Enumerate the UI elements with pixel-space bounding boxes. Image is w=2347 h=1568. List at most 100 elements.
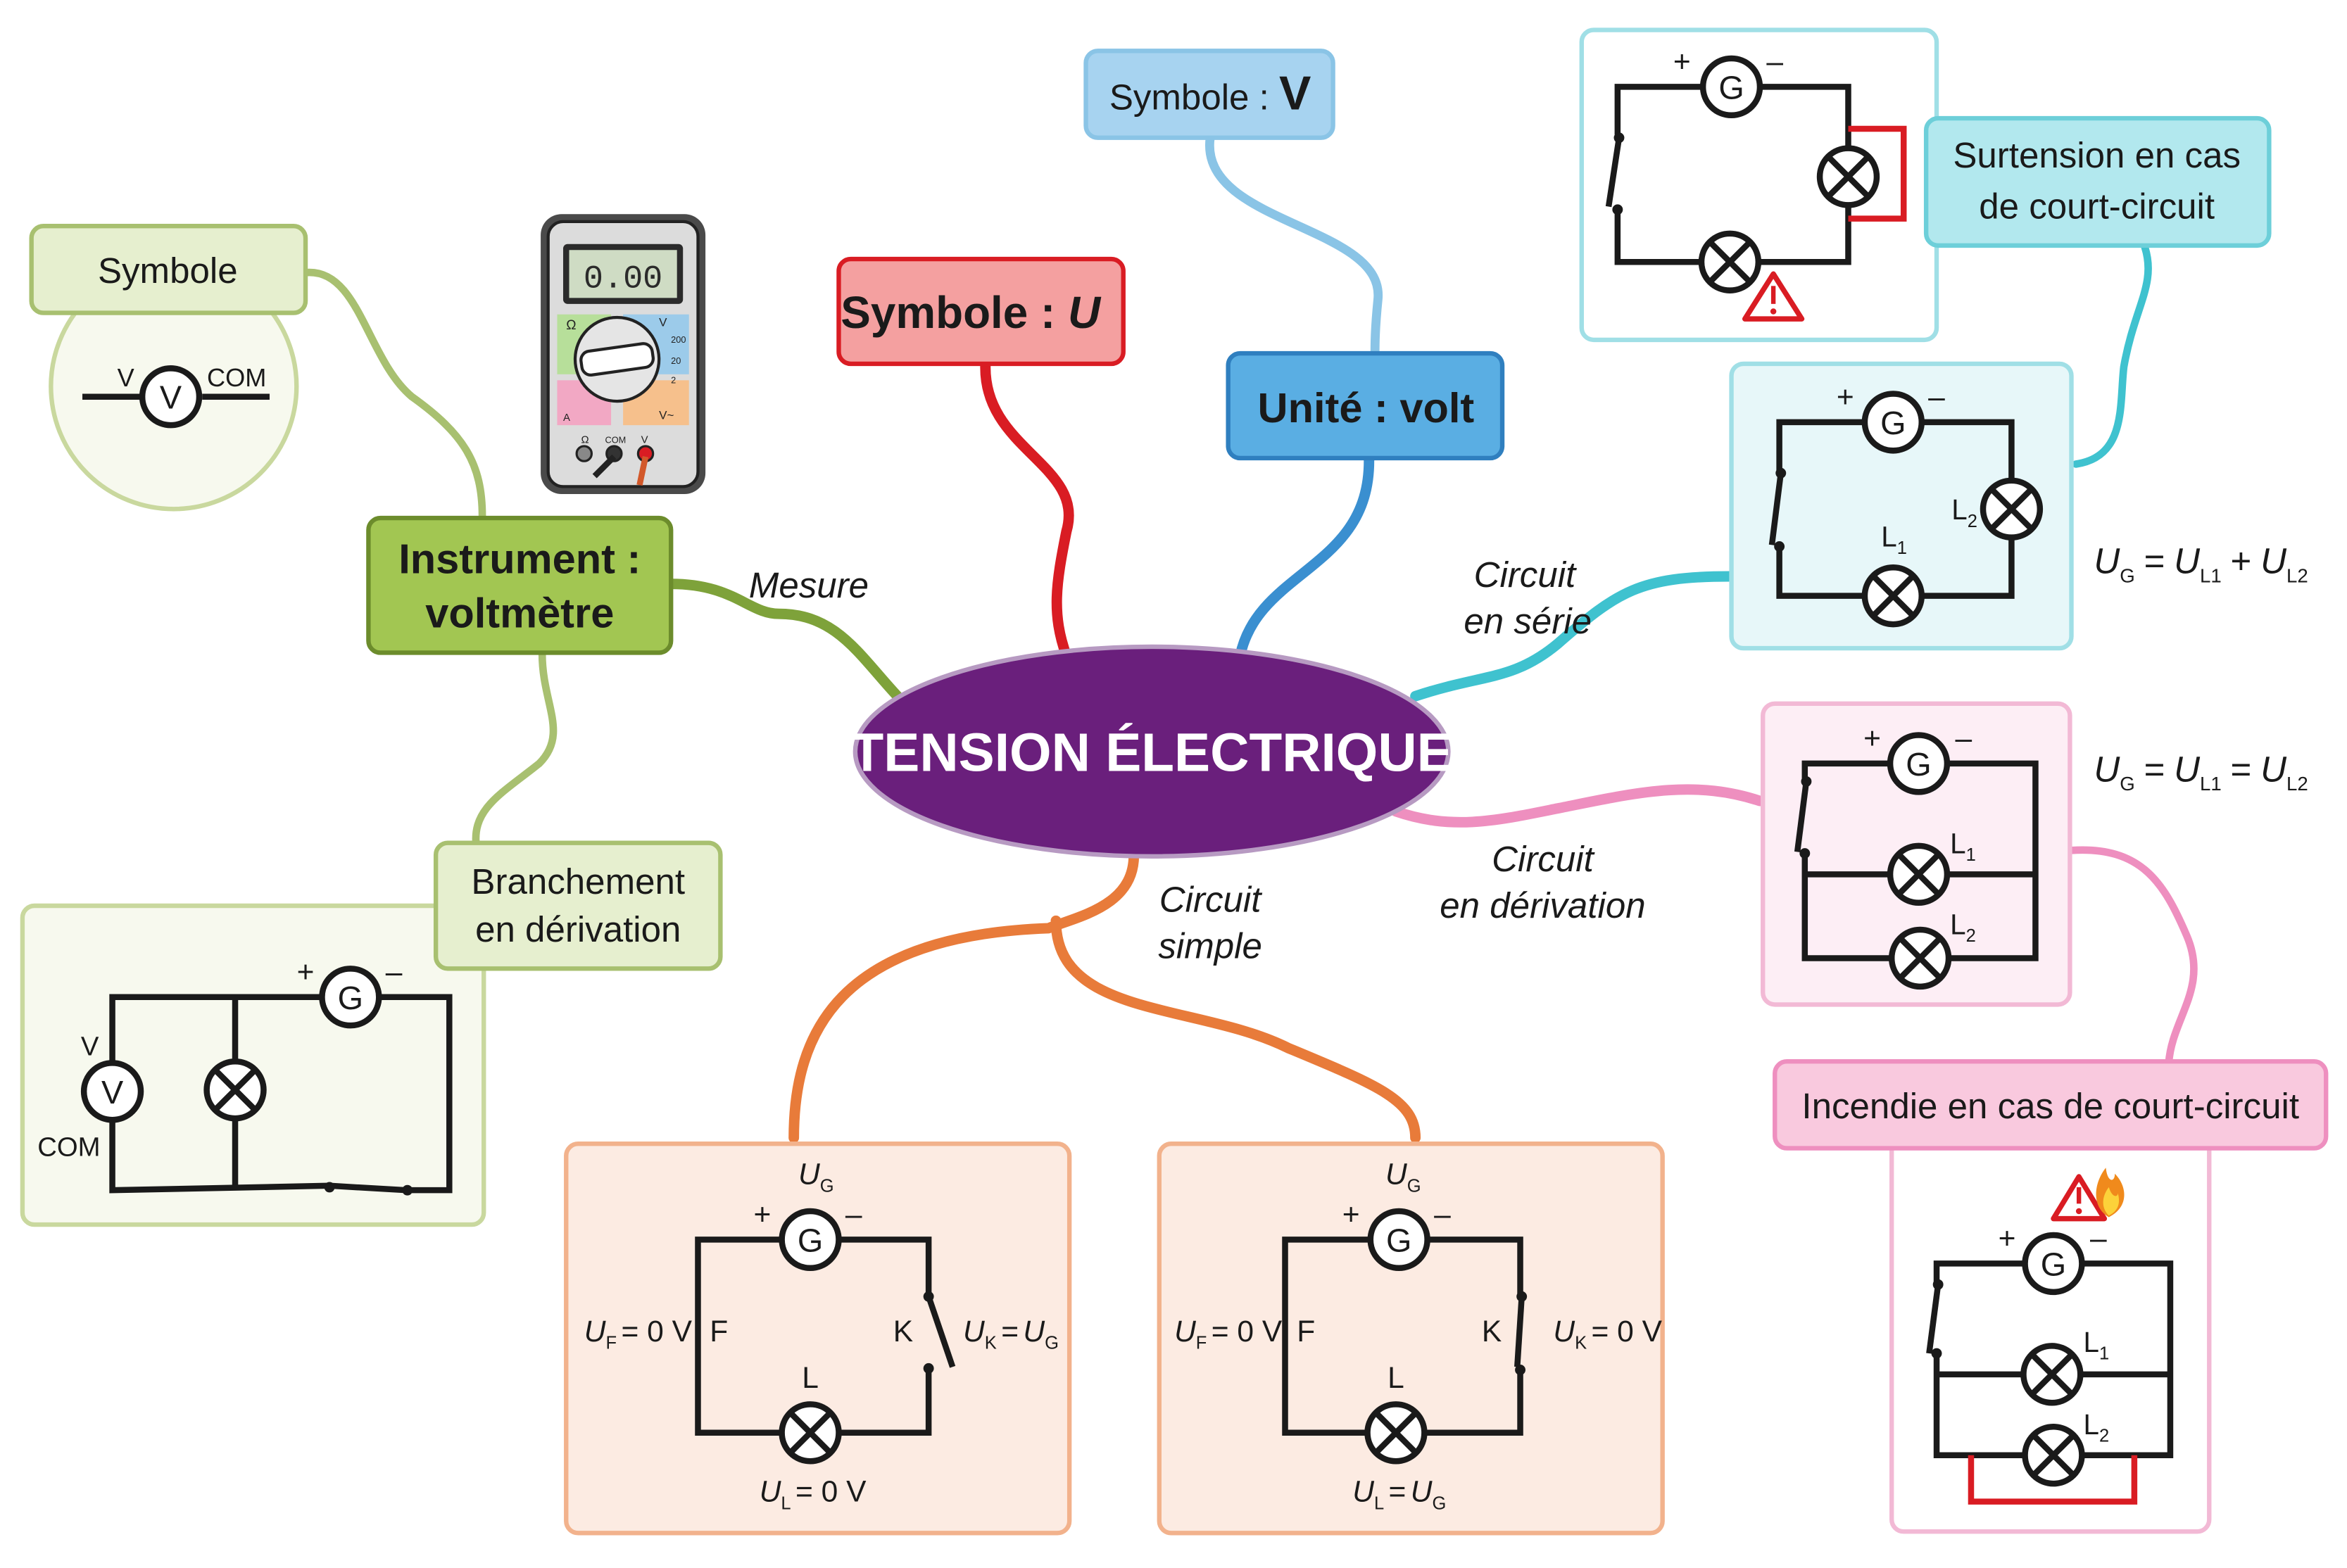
symbole-label: Symbole [98,251,238,291]
multimeter-2: 2 [671,375,676,386]
serie-l2: L [1951,493,1967,526]
surtension-plus: + [1673,45,1691,79]
node-symbole-v[interactable]: Symbole : V [1083,49,1335,140]
multimeter-image: 0.00 Ω V 200 20 2 A V~ Ω COM V [541,214,706,494]
incendie-short-wire [1968,1455,2138,1505]
node-incendie[interactable]: Incendie en cas de court-circuit [1773,1059,2329,1151]
voltmeter-symbol-icon [139,365,203,429]
link-instrument [665,578,907,707]
incendie-l2: L [2084,1408,2099,1441]
node-unite[interactable]: Unité : volt [1226,350,1505,461]
simple-open-ul-val: = 0 V [795,1475,867,1509]
simple-closed-ul-val-sub: G [1433,1493,1447,1513]
incendie-plus: + [1999,1222,2016,1256]
surtension-line2: de court-circuit [1979,186,2215,227]
simple-open-uk: U [963,1315,985,1348]
edge-label-serie-1: Circuit [1474,555,1577,595]
node-surtension[interactable]: Surtension en cas de court-circuit [1923,115,2272,248]
simple-closed-ul-sub: L [1374,1493,1384,1513]
simple-closed-ul-eq: = [1389,1475,1407,1509]
instrument-line1: Instrument : [398,536,641,583]
formula-derivation: UG=UL1=UL2 [2094,749,2308,795]
simple-open-uk-sub: K [985,1334,997,1353]
svg-text:UF= 0 V: UF= 0 V [584,1315,693,1353]
voltmeter-symbol-letter: V [160,379,182,416]
derivation-l2-sub: 2 [1966,926,1976,946]
node-instrument[interactable]: Instrument : voltmètre [366,515,674,655]
incendie-l1: L [2084,1326,2099,1358]
derivation-l2: L [1950,908,1965,940]
link-surtension [2072,243,2152,468]
formula-derivation-op1: = [2144,749,2165,789]
surtension-minus: – [1766,45,1783,79]
link-incendie [2068,846,2198,1067]
svg-text:L1: L1 [2084,1326,2110,1364]
svg-text:L1: L1 [1950,828,1976,866]
formula-serie-b-sub: L2 [2286,565,2308,587]
simple-open-uk-val-sub: G [1045,1334,1059,1353]
incendie-warning-icon [2051,1174,2108,1222]
node-branchement[interactable]: Branchement en dérivation [433,840,723,971]
svg-text:UK=UG: UK=UG [963,1315,1059,1353]
formula-derivation-b-sub: L2 [2286,773,2308,795]
formula-serie-op2: + [2231,541,2252,581]
link-derivation [1390,784,1766,828]
svg-text:UL=UG: UL=UG [1352,1475,1446,1514]
branchement-voltmeter-icon [80,1060,144,1123]
node-symbole[interactable]: Symbole [29,224,308,315]
node-symbole-u[interactable]: Symbole : U [836,256,1126,367]
multimeter-vdc: V [659,316,667,329]
unite-label: Unité : volt [1258,384,1475,431]
incendie-l2-sub: 2 [2099,1427,2109,1446]
simple-closed-uk-val: = 0 V [1591,1315,1662,1348]
multimeter-a: A [563,412,570,424]
simple-open-ug: U [798,1158,820,1191]
svg-text:UF= 0 V: UF= 0 V [1174,1315,1283,1353]
formula-serie-lhs: U [2094,541,2120,581]
symbole-v-prefix: Symbole : [1109,77,1279,117]
surtension-generator-letter: G [1718,69,1744,106]
simple-open-ug-sub: G [820,1176,834,1196]
simple-closed-uk-sub: K [1575,1334,1587,1353]
edge-label-derivation-1: Circuit [1492,839,1594,879]
svg-text:UL= 0 V: UL= 0 V [760,1475,867,1514]
incendie-generator-letter: G [2041,1246,2066,1282]
surtension-warning-icon [1742,271,1805,322]
branchement-group: Branchement en dérivation G + – V V COM [20,840,723,1227]
link-symbole-v [1205,133,1383,361]
simple-open-uf-sub: F [605,1334,617,1353]
svg-text:L1: L1 [1881,520,1907,558]
edge-label-serie-2: en série [1464,601,1592,641]
svg-text:L2: L2 [1951,493,1977,531]
simple-closed-minus: – [1434,1198,1451,1232]
surtension-short-wire [1848,125,1907,222]
serie-generator-icon [1861,391,1925,454]
svg-text:Symbole : V: Symbole : V [1109,66,1311,120]
serie-minus: – [1928,381,1945,415]
link-branchement [472,650,558,850]
central-node[interactable]: TENSION ÉLECTRIQUE [851,644,1453,859]
simple-open-uf-val: = 0 V [621,1315,692,1348]
simple-closed-circuit-group: G + – UG UF= 0 V F K L UK= 0 V UL=UG [1157,1142,1665,1536]
central-title: TENSION ÉLECTRIQUE [851,723,1453,783]
formula-derivation-op2: = [2231,749,2252,789]
simple-open-ul: U [760,1475,781,1509]
derivation-circuit-group: G + – L1 L2 [1761,701,2072,1007]
surtension-generator-icon [1699,55,1763,119]
derivation-generator-letter: G [1906,746,1931,783]
svg-text:L2: L2 [1950,908,1976,946]
connectors [303,133,2198,1144]
derivation-generator-icon [1887,732,1951,795]
simple-closed-uk: U [1553,1315,1575,1348]
incendie-label: Incendie en cas de court-circuit [1801,1086,2299,1126]
instrument-line2: voltmètre [425,589,614,636]
svg-text:UK= 0 V: UK= 0 V [1553,1315,1662,1353]
multimeter-ohm: Ω [566,318,576,333]
serie-l1-sub: 1 [1897,538,1907,558]
simple-open-l: L [802,1361,819,1395]
simple-open-f: F [710,1315,728,1348]
simple-open-circuit-panel [564,1142,1072,1536]
simple-closed-ug: U [1385,1158,1407,1191]
surtension-line1: Surtension en cas [1953,135,2241,175]
